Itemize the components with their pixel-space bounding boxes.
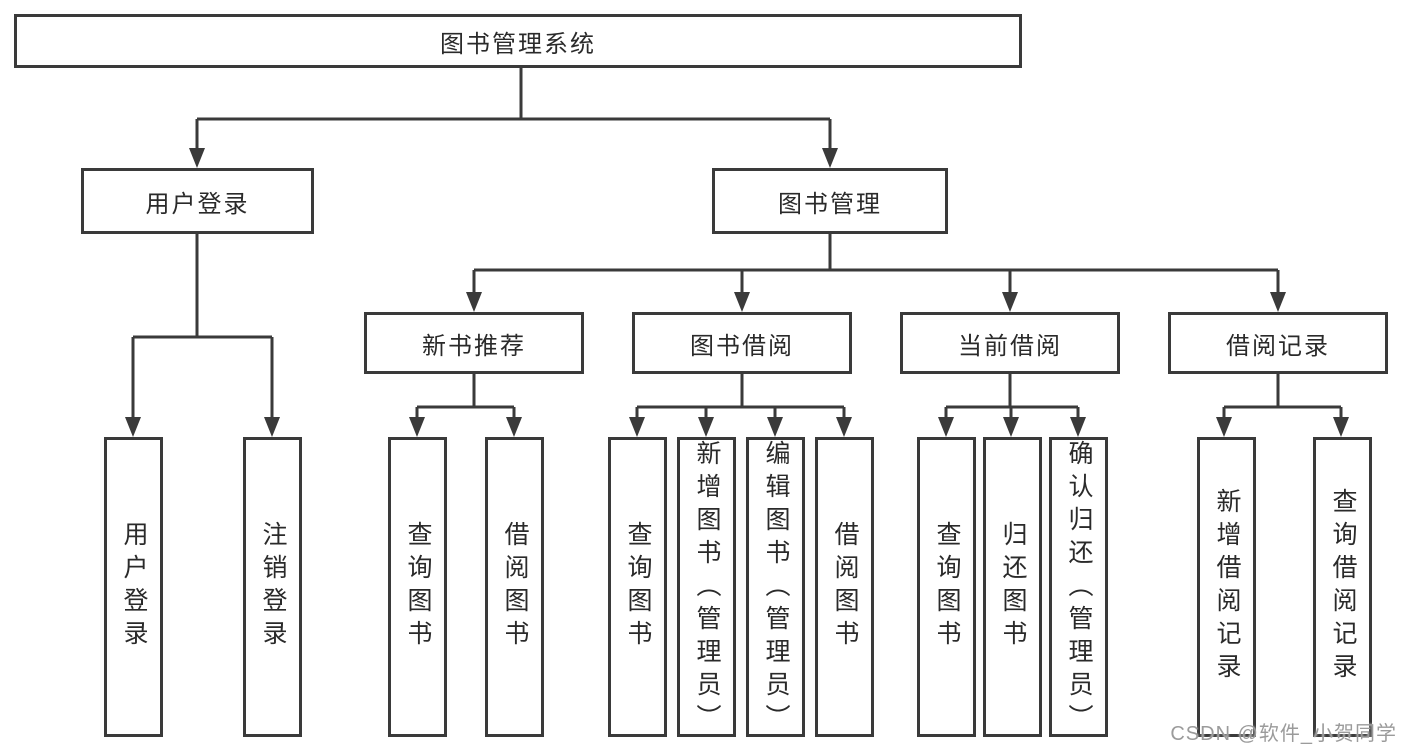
node-borrow-records: 借阅记录 — [1168, 312, 1388, 374]
leaf-label: 注销登录 — [259, 521, 287, 653]
node-label: 用户登录 — [145, 190, 250, 218]
leaf-label: 新增借阅记录 — [1213, 488, 1241, 686]
leaf-label: 归还图书 — [999, 521, 1027, 653]
leaf-bb-add-books-admin: 新增图书（管理员） — [677, 437, 736, 737]
node-label: 借阅记录 — [1226, 332, 1330, 360]
connector-edges — [131, 68, 1343, 421]
node-current-borrow: 当前借阅 — [900, 312, 1120, 374]
watermark: CSDN @软件_小贺同学 — [1170, 723, 1397, 745]
leaf-label: 借阅图书 — [831, 521, 859, 653]
leaf-label: 新增图书（管理员） — [693, 440, 721, 737]
leaf-cb-query-books: 查询图书 — [917, 437, 976, 737]
leaf-bb-query-books: 查询图书 — [608, 437, 667, 737]
leaf-cb-confirm-return-admin: 确认归还（管理员） — [1049, 437, 1108, 737]
leaf-label: 查询图书 — [404, 521, 432, 653]
leaf-label: 编辑图书（管理员） — [762, 440, 790, 737]
leaf-nb-query-books: 查询图书 — [388, 437, 447, 737]
node-book-management: 图书管理 — [712, 168, 948, 234]
leaf-label: 查询借阅记录 — [1329, 488, 1357, 686]
leaf-bb-edit-books-admin: 编辑图书（管理员） — [746, 437, 805, 737]
node-root-library-system: 图书管理系统 — [14, 14, 1022, 68]
node-label: 当前借阅 — [958, 332, 1062, 360]
leaf-br-add-borrow-record: 新增借阅记录 — [1197, 437, 1256, 737]
node-user-login: 用户登录 — [81, 168, 314, 234]
arrowhead-triangles — [125, 148, 1349, 437]
leaf-nb-borrow-books: 借阅图书 — [485, 437, 544, 737]
leaf-label: 用户登录 — [120, 521, 148, 653]
leaf-label: 确认归还（管理员） — [1065, 440, 1093, 737]
leaf-label: 查询图书 — [933, 521, 961, 653]
leaf-user-login: 用户登录 — [104, 437, 163, 737]
leaf-bb-borrow-books: 借阅图书 — [815, 437, 874, 737]
leaf-logout: 注销登录 — [243, 437, 302, 737]
node-new-book-recommend: 新书推荐 — [364, 312, 584, 374]
node-book-borrow: 图书借阅 — [632, 312, 852, 374]
node-label: 新书推荐 — [422, 332, 526, 360]
node-label: 图书管理系统 — [440, 30, 596, 58]
node-label: 图书管理 — [778, 190, 882, 218]
leaf-br-query-borrow-record: 查询借阅记录 — [1313, 437, 1372, 737]
leaf-label: 查询图书 — [624, 521, 652, 653]
node-label: 图书借阅 — [690, 332, 794, 360]
leaf-cb-return-books: 归还图书 — [983, 437, 1042, 737]
leaf-label: 借阅图书 — [501, 521, 529, 653]
